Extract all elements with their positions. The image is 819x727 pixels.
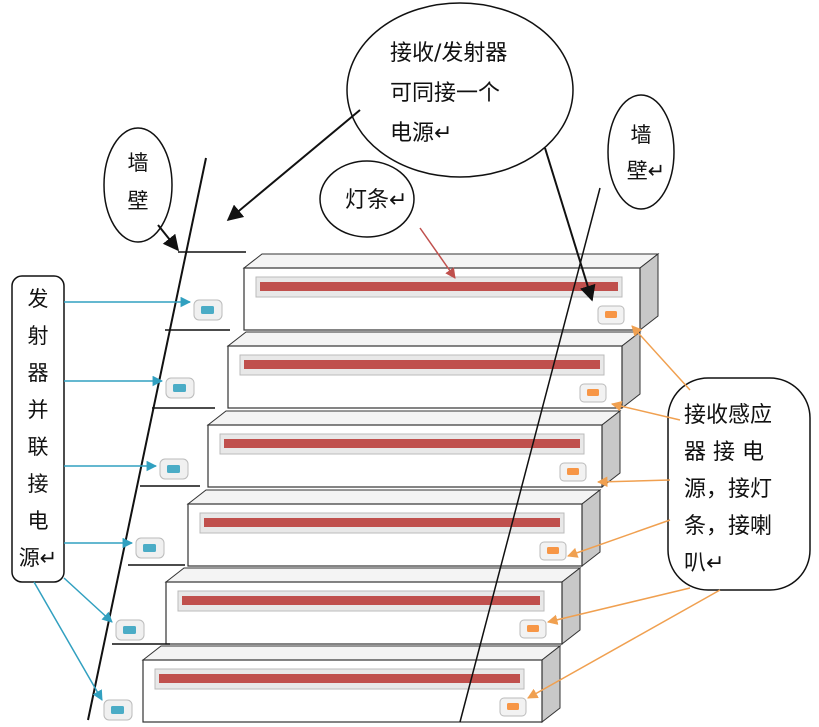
stair-step xyxy=(206,409,622,489)
left-ledges xyxy=(112,251,246,645)
transceiver-line-1: 接收/发射器 xyxy=(390,41,507,66)
light-strip xyxy=(204,518,560,527)
receiver-line-3: 源，接灯 xyxy=(684,477,772,502)
emitter-label-char: 电 xyxy=(28,509,49,533)
wall-left-char-1: 墙 xyxy=(128,151,149,175)
stair-steps xyxy=(103,252,660,724)
light-strip xyxy=(224,439,580,448)
receiver-arrow xyxy=(596,476,671,487)
light-strip xyxy=(260,282,618,291)
emitter xyxy=(123,626,136,634)
stair-step xyxy=(226,330,642,410)
wall-right-callout: 墙 壁↵ xyxy=(607,94,675,210)
transceiver-line-2: 可同接一个 xyxy=(390,81,500,106)
light-strip-pointer xyxy=(419,227,456,279)
receiver-line-1: 接收感应 xyxy=(684,403,772,428)
receiver xyxy=(547,547,559,554)
receiver xyxy=(587,389,599,396)
emitter xyxy=(111,706,124,714)
connection-arrows xyxy=(33,296,721,701)
receiver-line-4: 条，接喇 xyxy=(684,514,772,539)
emitter-arrow xyxy=(33,581,103,701)
emitter-label-char: 射 xyxy=(28,324,49,348)
step-side xyxy=(621,330,641,410)
receiver-line-5: 叭↵ xyxy=(684,551,724,576)
emitter-label-char: 器 xyxy=(28,361,49,385)
step-side xyxy=(541,644,561,724)
emitter xyxy=(201,306,214,314)
transceiver-line-3: 电源↵ xyxy=(390,121,452,146)
wall-left-callout: 墙 壁 xyxy=(103,127,173,243)
receiver-line-2: 器 接 电 xyxy=(684,440,764,465)
receiver xyxy=(507,703,519,710)
receiver-callout: 接收感应 器 接 电 源，接灯 条，接喇 叭↵ xyxy=(667,377,811,591)
wall-right-char-2: 壁↵ xyxy=(627,159,666,183)
emitter xyxy=(167,465,180,473)
stair-step xyxy=(186,488,602,568)
light-strip-callout: 灯条↵ xyxy=(319,160,415,238)
receiver-arrow xyxy=(567,519,671,558)
step-side xyxy=(581,488,601,568)
stair-step xyxy=(141,644,562,724)
receiver-arrow xyxy=(527,589,721,699)
transceiver-arrow-left xyxy=(226,109,361,222)
wall-left-char-2: 壁 xyxy=(128,189,149,213)
emitter xyxy=(143,544,156,552)
emitter-label-char: 联 xyxy=(28,435,49,459)
wall-left-pointer xyxy=(157,224,179,252)
transceiver-power-callout: 接收/发射器 可同接一个 电源↵ xyxy=(346,2,574,178)
light-strip xyxy=(182,596,540,605)
right-wall-line xyxy=(459,187,601,723)
light-strip-label: 灯条↵ xyxy=(345,188,407,213)
receiver-arrow xyxy=(546,587,691,625)
receiver xyxy=(605,311,617,318)
light-strip xyxy=(159,674,520,683)
receiver xyxy=(527,625,539,632)
emitter-label-char: 发 xyxy=(28,287,49,311)
receiver-arrow xyxy=(631,325,691,391)
emitter-label-char: 源↵ xyxy=(19,546,58,570)
emitter-label-char: 并 xyxy=(28,398,49,422)
stair-step xyxy=(164,566,582,646)
receiver xyxy=(567,468,579,475)
wall-right-char-1: 墙 xyxy=(631,123,652,147)
light-strip xyxy=(244,360,600,369)
transceiver-arrow-right xyxy=(544,147,596,302)
emitter xyxy=(173,384,186,392)
emitter-label-char: 接 xyxy=(28,472,49,496)
receiver-arrow xyxy=(610,401,681,421)
stair-step xyxy=(242,252,660,332)
emitter-arrow xyxy=(63,577,113,623)
